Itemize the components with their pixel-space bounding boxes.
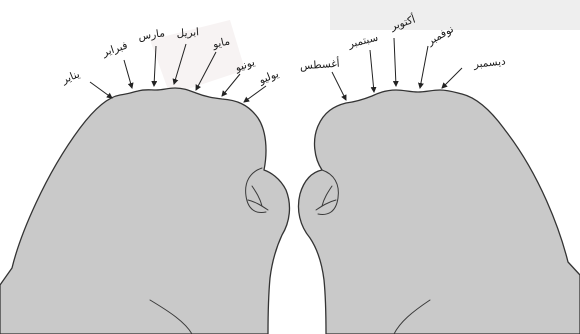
right-fist-shape <box>298 90 580 334</box>
arrow-jul <box>244 86 266 102</box>
arrow-aug <box>332 72 346 100</box>
right-fist <box>298 90 580 334</box>
left-fist-shape <box>0 88 289 334</box>
arrow-nov <box>420 46 428 88</box>
arrow-jan <box>90 82 112 98</box>
arrow-oct <box>394 38 396 86</box>
label-aug: أغسطس <box>299 56 340 73</box>
label-jul: يوليو <box>256 68 280 87</box>
label-sep: سبتمبر <box>346 32 379 51</box>
arrow-jun <box>222 74 240 96</box>
label-dec: ديسمبر <box>472 55 506 70</box>
arrow-feb <box>124 60 132 88</box>
label-apr: ابريل <box>176 26 199 40</box>
watermark-band <box>330 0 580 30</box>
label-jan: يناير <box>59 68 81 86</box>
arrow-dec <box>442 68 462 88</box>
label-feb: فبراير <box>100 39 129 59</box>
arrow-sep <box>370 50 374 92</box>
left-fist <box>0 88 289 334</box>
